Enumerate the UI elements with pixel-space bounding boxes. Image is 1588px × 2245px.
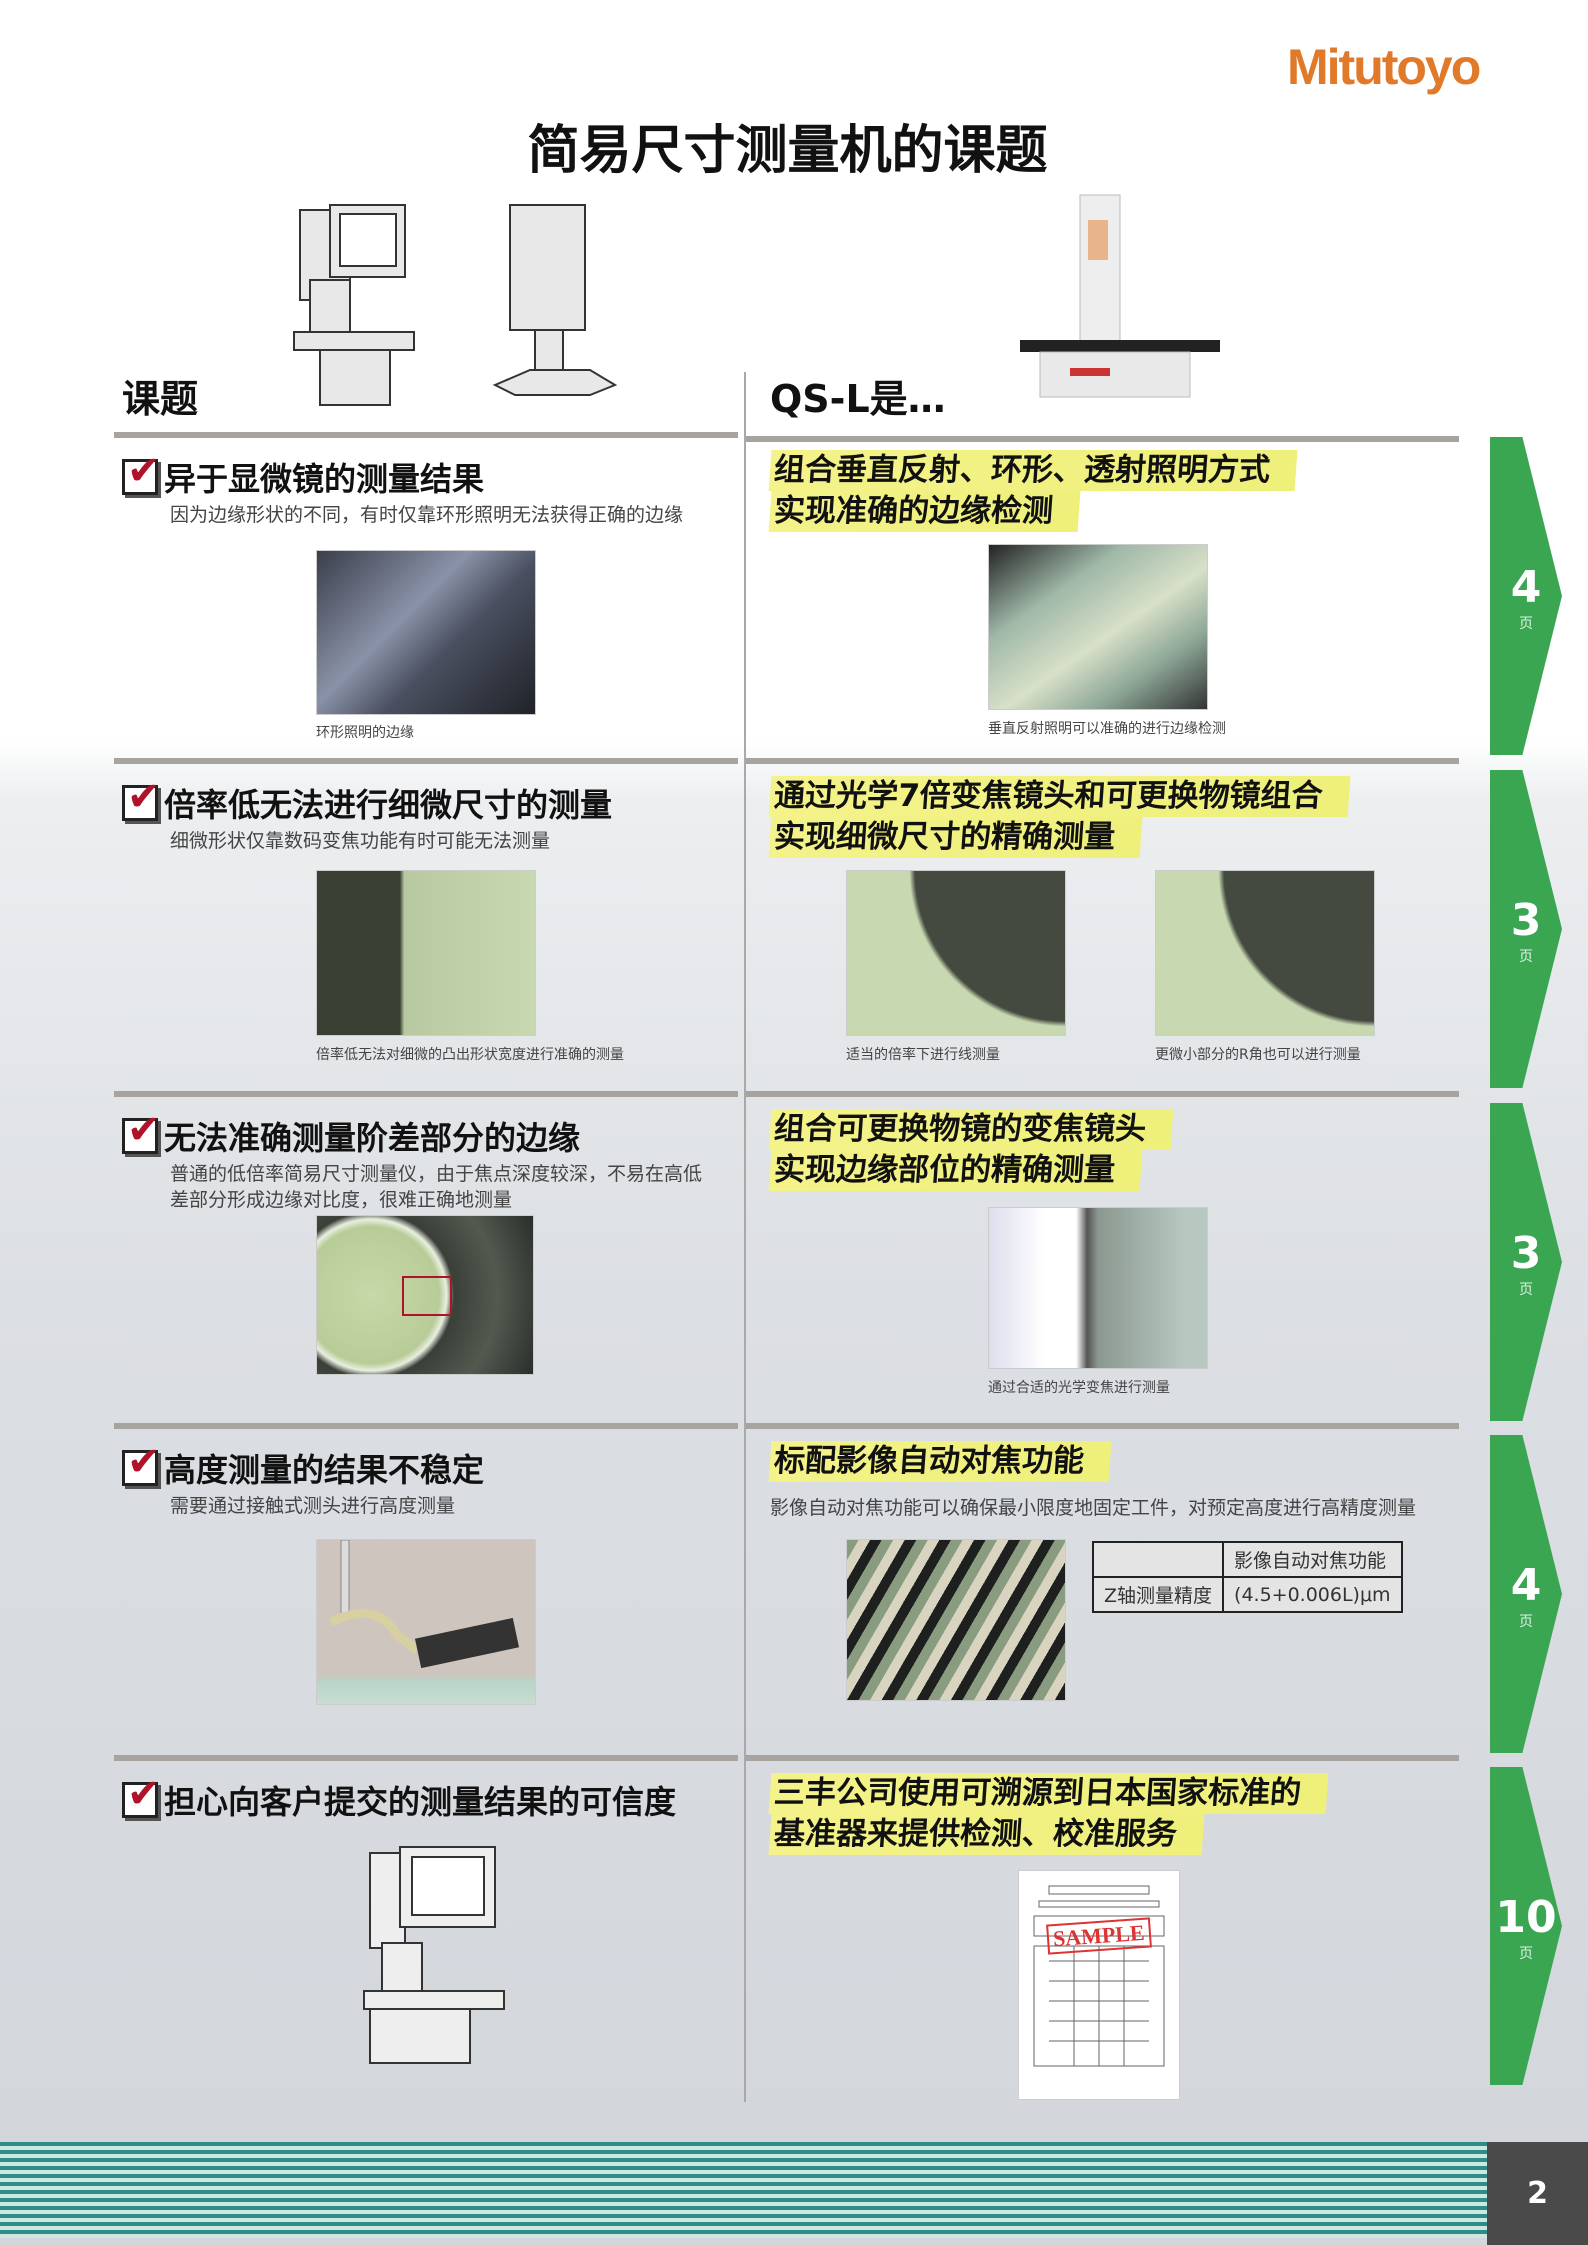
divider — [114, 758, 738, 764]
certificate-chart — [1033, 1885, 1165, 2067]
problem-description: 需要通过接触式测头进行高度测量 — [170, 1495, 456, 1517]
solution-description: 影像自动对焦功能可以确保最小限度地固定工件，对预定高度进行高精度测量 — [770, 1497, 1417, 1519]
checkbox-icon — [122, 774, 161, 821]
solution-line: 实现准确的边缘检测 — [768, 491, 1081, 532]
page-unit: 页 — [1519, 1946, 1533, 1962]
problem-text: 异于显微镜的测量结果 — [164, 460, 485, 498]
checkbox-icon — [122, 448, 161, 495]
solution-line: 组合垂直反射、环形、透射照明方式 — [768, 450, 1298, 491]
problem-text: 高度测量的结果不稳定 — [164, 1451, 485, 1489]
divider — [746, 1091, 1459, 1097]
problem-description: 普通的低倍率简易尺寸测量仪，由于焦点深度较深，不易在高低差部分形成边缘对比度，很… — [170, 1163, 703, 1211]
checkbox-icon — [122, 1439, 161, 1486]
divider — [746, 436, 1459, 442]
page-unit: 页 — [1519, 616, 1533, 632]
page-unit: 页 — [1519, 949, 1533, 965]
solution-line: 基准器来提供检测、校准服务 — [768, 1814, 1205, 1855]
solution-line: 组合可更换物镜的变焦镜头 — [768, 1109, 1174, 1150]
row-5: 担心向客户提交的测量结果的可信度 三丰公司使用可溯源到日本国家标准的基准器来提供… — [0, 1755, 1562, 2102]
row-1: 异于显微镜的测量结果 因为边缘形状的不同，有时仅靠环形照明无法获得正确的边缘 环… — [0, 432, 1562, 758]
autofocus-sample-image — [846, 1539, 1066, 1701]
row-4: 高度测量的结果不稳定 需要通过接触式测头进行高度测量 标配影像自动对焦功能 影像… — [0, 1423, 1562, 1755]
page-title: 简易尺寸测量机的课题 — [527, 121, 1048, 181]
checkbox-icon — [122, 1107, 161, 1154]
line-measurement-image — [846, 870, 1066, 1036]
table-header: 影像自动对焦功能 — [1222, 1541, 1403, 1578]
table-header — [1091, 1541, 1225, 1578]
r-corner-measurement-image — [1155, 870, 1375, 1036]
image-caption: 适当的倍率下进行线测量 — [846, 1047, 1000, 1063]
image-caption: 通过合适的光学变焦进行测量 — [988, 1380, 1170, 1396]
spec-table: 影像自动对焦功能 Z轴测量精度(4.5+0.006L)μm — [1091, 1541, 1403, 1613]
table-cell: (4.5+0.006L)μm — [1222, 1576, 1403, 1613]
contact-probe-image — [316, 1539, 536, 1705]
traditional-machine-illustration — [363, 1846, 505, 2064]
row-2: 倍率低无法进行细微尺寸的测量 细微形状仅靠数码变焦功能有时可能无法测量 倍率低无… — [0, 758, 1562, 1091]
problem-heading: 高度测量的结果不稳定 — [122, 1439, 485, 1491]
page-number: 2 — [1487, 2142, 1588, 2245]
footer-stripes — [0, 2142, 1487, 2238]
qs-l-machine-photo — [1020, 194, 1220, 398]
row-3: 无法准确测量阶差部分的边缘 普通的低倍率简易尺寸测量仪，由于焦点深度较深，不易在… — [0, 1091, 1562, 1423]
solution-line: 实现边缘部位的精确测量 — [768, 1150, 1143, 1191]
solution-heading: 三丰公司使用可溯源到日本国家标准的基准器来提供检测、校准服务 — [768, 1773, 1329, 1855]
page-ref-number: 4 — [1510, 562, 1542, 613]
divider — [114, 1091, 738, 1097]
image-caption: 更微小部分的R角也可以进行测量 — [1155, 1047, 1361, 1063]
page-reference-arrow[interactable]: 10 页 — [1490, 1767, 1562, 2085]
divider — [114, 1755, 738, 1761]
low-magnification-image — [316, 870, 536, 1036]
step-edge-image — [316, 1215, 534, 1375]
solution-line: 通过光学7倍变焦镜头和可更换物镜组合 — [768, 776, 1351, 817]
table-cell: Z轴测量精度 — [1091, 1576, 1225, 1613]
problem-text: 倍率低无法进行细微尺寸的测量 — [164, 786, 613, 824]
vertical-light-edge-image — [988, 544, 1208, 710]
page-unit: 页 — [1519, 1614, 1533, 1630]
highlight-box — [402, 1276, 452, 1316]
probe-illustration — [329, 1539, 520, 1669]
page-ref-number: 3 — [1510, 895, 1542, 946]
problem-description: 因为边缘形状的不同，有时仅靠环形照明无法获得正确的边缘 — [170, 504, 684, 526]
divider — [114, 1423, 738, 1429]
page-ref-number: 3 — [1510, 1228, 1542, 1279]
image-caption: 环形照明的边缘 — [316, 725, 414, 741]
left-column-header: 课题 — [122, 377, 199, 421]
divider — [114, 432, 738, 438]
divider — [746, 758, 1459, 764]
solution-line: 标配影像自动对焦功能 — [768, 1441, 1112, 1482]
solution-heading: 标配影像自动对焦功能 — [768, 1441, 1112, 1482]
problem-heading: 担心向客户提交的测量结果的可信度 — [122, 1771, 677, 1823]
solution-heading: 组合可更换物镜的变焦镜头实现边缘部位的精确测量 — [768, 1109, 1174, 1191]
ring-light-edge-image — [316, 550, 536, 715]
calibration-certificate-image: SAMPLE — [1018, 1870, 1180, 2100]
solution-line: 实现细微尺寸的精确测量 — [768, 817, 1143, 858]
solution-line: 三丰公司使用可溯源到日本国家标准的 — [768, 1773, 1329, 1814]
solution-heading: 组合垂直反射、环形、透射照明方式实现准确的边缘检测 — [768, 450, 1298, 532]
zoom-edge-image — [988, 1207, 1208, 1369]
divider — [746, 1423, 1459, 1429]
page-unit: 页 — [1519, 1282, 1533, 1298]
problem-description: 细微形状仅靠数码变焦功能有时可能无法测量 — [170, 830, 551, 852]
image-caption: 倍率低无法对细微的凸出形状宽度进行准确的测量 — [316, 1047, 624, 1063]
problem-text: 无法准确测量阶差部分的边缘 — [164, 1119, 581, 1157]
problem-text: 担心向客户提交的测量结果的可信度 — [164, 1783, 677, 1821]
machine-illustrations — [293, 204, 618, 406]
right-column-header: QS-L是… — [770, 377, 946, 421]
checkbox-icon — [122, 1771, 161, 1818]
problem-heading: 倍率低无法进行细微尺寸的测量 — [122, 774, 613, 826]
problem-heading: 异于显微镜的测量结果 — [122, 448, 485, 500]
solution-heading: 通过光学7倍变焦镜头和可更换物镜组合实现细微尺寸的精确测量 — [768, 776, 1351, 858]
image-caption: 垂直反射照明可以准确的进行边缘检测 — [988, 721, 1226, 737]
problem-heading: 无法准确测量阶差部分的边缘 — [122, 1107, 581, 1159]
page-ref-number: 10 — [1495, 1892, 1557, 1943]
table-row: Z轴测量精度(4.5+0.006L)μm — [1091, 1576, 1403, 1613]
page-ref-number: 4 — [1510, 1560, 1542, 1611]
column-divider — [744, 372, 746, 2102]
divider — [746, 1755, 1459, 1761]
mitutoyo-logo: Mitutoyo — [1287, 39, 1481, 95]
